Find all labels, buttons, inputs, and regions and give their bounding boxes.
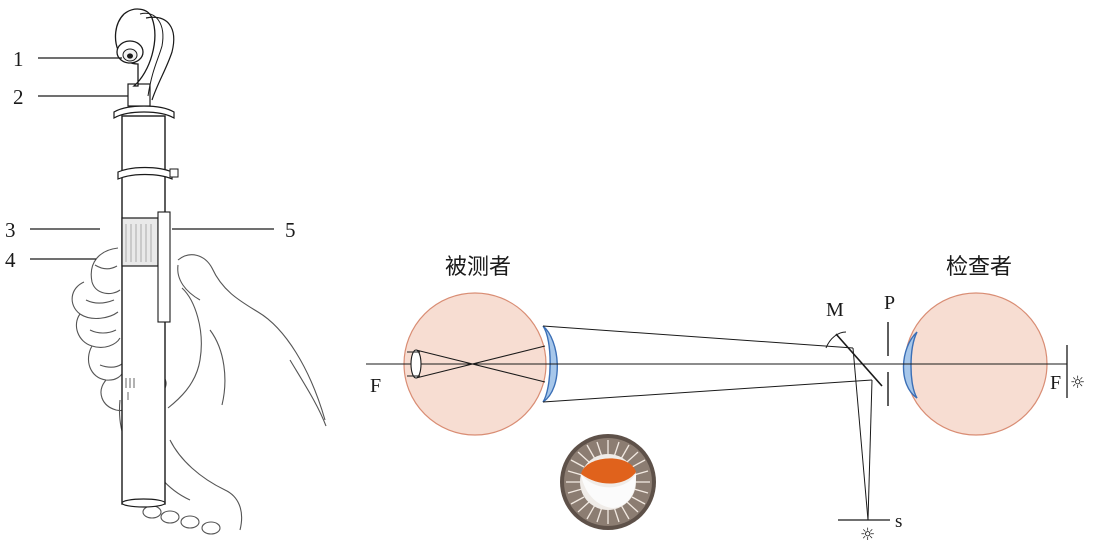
ophthalmoscope-illustration (71, 8, 327, 535)
rheostat-switch (121, 217, 159, 267)
pupil-label: P (884, 292, 895, 314)
fundus-label-left: F (370, 375, 381, 397)
part-label-5: 5 (285, 218, 296, 242)
source-label: s (895, 511, 902, 532)
side-clip (157, 211, 171, 323)
examiner-light-icon: ☼ (1070, 373, 1085, 393)
part-label-4: 4 (5, 248, 16, 272)
neck (127, 83, 151, 107)
part-label-3: 3 (5, 218, 16, 242)
mirror-label: M (826, 299, 844, 321)
optical-rays (366, 322, 1068, 521)
examiner-label: 检查者 (946, 255, 1012, 280)
pupil-reflex (581, 458, 636, 484)
source-light-icon: ☼ (860, 525, 875, 545)
part-label-2: 2 (13, 85, 24, 109)
iris-illustration (560, 434, 656, 530)
mirror-line (835, 333, 883, 387)
part-label-1: 1 (13, 47, 24, 71)
fundus-label-right: F (1050, 372, 1061, 394)
examiner-cornea (902, 331, 918, 399)
middle-ring (117, 166, 173, 180)
examinee-label: 被测者 (445, 255, 511, 280)
leader-lines (30, 57, 274, 260)
hand-illustration (71, 247, 327, 535)
top-ring (113, 105, 175, 120)
